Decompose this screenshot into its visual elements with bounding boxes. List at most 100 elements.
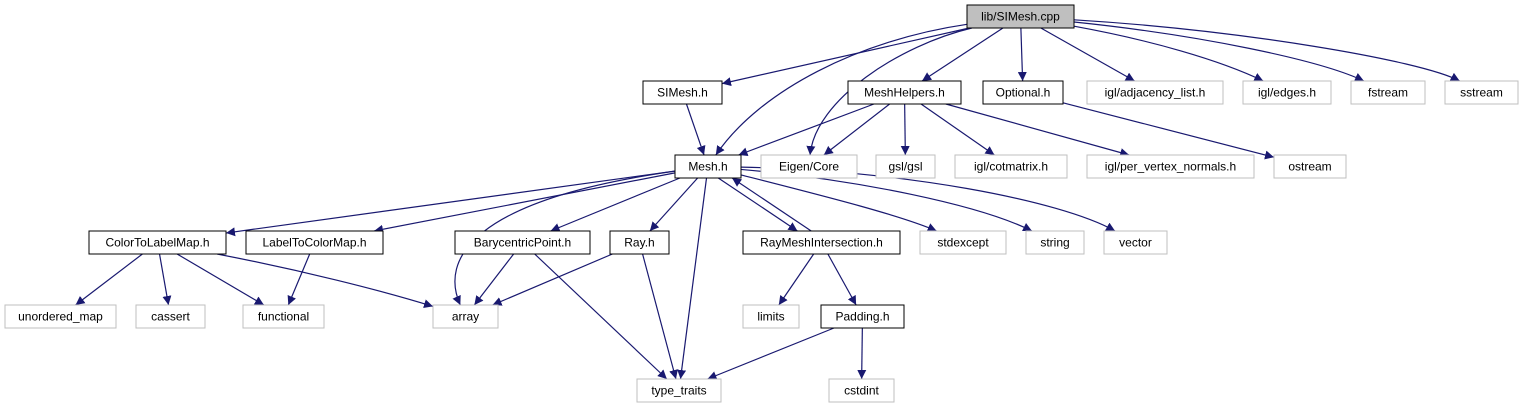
edge-raymeshint-to-limits (778, 253, 815, 306)
edges-layer (75, 19, 1461, 380)
node-box (966, 4, 1075, 29)
node-simesh-h[interactable]: SIMesh.h (642, 80, 723, 105)
node-sstream: sstream (1444, 80, 1519, 105)
edge-ray_h-to-type_traits (641, 253, 678, 380)
edge-meshhelpers_h-to-igl_pvn (945, 103, 1130, 157)
node-box (982, 80, 1064, 105)
node-box (432, 304, 499, 329)
node-label: fstream (1368, 86, 1408, 100)
node-label: MeshHelpers.h (864, 86, 945, 100)
node-label: cassert (151, 310, 190, 324)
node-box (875, 154, 936, 179)
node-box (1273, 154, 1347, 179)
node-box (88, 230, 227, 255)
node-stdexcept: stdexcept (919, 230, 1007, 255)
node-ostream: ostream (1273, 154, 1347, 179)
node-box (828, 378, 895, 403)
node-box (609, 230, 670, 255)
node-label: LabelToColorMap.h (262, 236, 366, 250)
node-label: limits (757, 310, 784, 324)
node-box (454, 230, 591, 255)
node-ray-h[interactable]: Ray.h (609, 230, 670, 255)
node-igl-pvn: igl/per_vertex_normals.h (1086, 154, 1255, 179)
node-box (1242, 80, 1332, 105)
edge-mesh_h-to-stdexcept (740, 174, 937, 232)
node-label: igl/cotmatrix.h (974, 160, 1048, 174)
edge-simesh_cpp-to-simesh_h (721, 27, 970, 87)
node-type-traits: type_traits (636, 378, 722, 403)
edge-simesh_cpp-to-fstream (1073, 21, 1365, 82)
node-box (242, 304, 325, 329)
edge-meshhelpers_h-to-eigen_core (823, 103, 891, 156)
node-gsl: gsl/gsl (875, 154, 936, 179)
node-box (1103, 230, 1168, 255)
node-label: type_traits (651, 384, 706, 398)
node-label: stdexcept (937, 236, 989, 250)
node-label: Mesh.h (688, 160, 727, 174)
node-label: SIMesh.h (657, 86, 708, 100)
node-label: lib/SIMesh.cpp (981, 10, 1060, 24)
node-box (742, 304, 800, 329)
node-array: array (432, 304, 499, 329)
node-colortolabel[interactable]: ColorToLabelMap.h (88, 230, 227, 255)
node-label: RayMeshIntersection.h (760, 236, 883, 250)
node-box (1086, 80, 1224, 105)
node-box (636, 378, 722, 403)
node-box (919, 230, 1007, 255)
node-vector: vector (1103, 230, 1168, 255)
node-labeltocolor[interactable]: LabelToColorMap.h (245, 230, 384, 255)
node-igl-adjacency: igl/adjacency_list.h (1086, 80, 1224, 105)
node-label: Optional.h (996, 86, 1051, 100)
node-string: string (1025, 230, 1085, 255)
node-box (674, 154, 742, 179)
edge-optional_h-to-ostream (1062, 102, 1275, 160)
edge-colortolabel-to-cassert (158, 253, 172, 306)
edge-colortolabel-to-unordered_map (75, 253, 143, 306)
node-box (135, 304, 206, 329)
node-label: ostream (1288, 160, 1331, 174)
edge-simesh_cpp-to-igl_adjacency (1040, 27, 1135, 82)
edge-colortolabel-to-functional (176, 253, 265, 306)
node-label: functional (258, 310, 309, 324)
node-box (245, 230, 384, 255)
node-label: Padding.h (835, 310, 889, 324)
node-functional: functional (242, 304, 325, 329)
edge-ray_h-to-array (492, 253, 613, 306)
node-padding-h[interactable]: Padding.h (820, 304, 905, 329)
node-optional-h[interactable]: Optional.h (982, 80, 1064, 105)
node-unordered-map: unordered_map (4, 304, 117, 329)
node-simesh-cpp: lib/SIMesh.cpp (966, 4, 1075, 29)
node-raymeshint[interactable]: RayMeshIntersection.h (742, 230, 901, 255)
node-label: BarycentricPoint.h (474, 236, 571, 250)
node-box (642, 80, 723, 105)
node-barycentric[interactable]: BarycentricPoint.h (454, 230, 591, 255)
edge-mesh_h-to-colortolabel (225, 170, 676, 237)
edge-simesh_h-to-mesh_h (685, 103, 706, 156)
node-mesh-h[interactable]: Mesh.h (674, 154, 742, 179)
node-box (1025, 230, 1085, 255)
node-box (847, 80, 962, 105)
node-box (4, 304, 117, 329)
edge-barycentric-to-type_traits (534, 253, 668, 380)
node-label: Ray.h (624, 236, 654, 250)
node-label: unordered_map (18, 310, 103, 324)
edge-simesh_cpp-to-mesh_h (715, 23, 968, 156)
edge-meshhelpers_h-to-gsl (900, 103, 910, 156)
edge-padding_h-to-cstdint (857, 327, 867, 380)
node-limits: limits (742, 304, 800, 329)
edge-raymeshint-to-mesh_h (731, 177, 812, 232)
node-label: sstream (1460, 86, 1503, 100)
node-box (1350, 80, 1426, 105)
edge-labeltocolor-to-functional (287, 253, 311, 306)
edge-simesh_cpp-to-optional_h (1017, 27, 1027, 82)
node-box (1444, 80, 1519, 105)
node-meshhelpers-h[interactable]: MeshHelpers.h (847, 80, 962, 105)
node-label: igl/per_vertex_normals.h (1105, 160, 1236, 174)
edge-mesh_h-to-ray_h (649, 177, 699, 232)
node-label: ColorToLabelMap.h (105, 236, 209, 250)
node-igl-edges: igl/edges.h (1242, 80, 1332, 105)
edge-barycentric-to-array (473, 253, 515, 306)
node-label: Eigen/Core (779, 160, 839, 174)
